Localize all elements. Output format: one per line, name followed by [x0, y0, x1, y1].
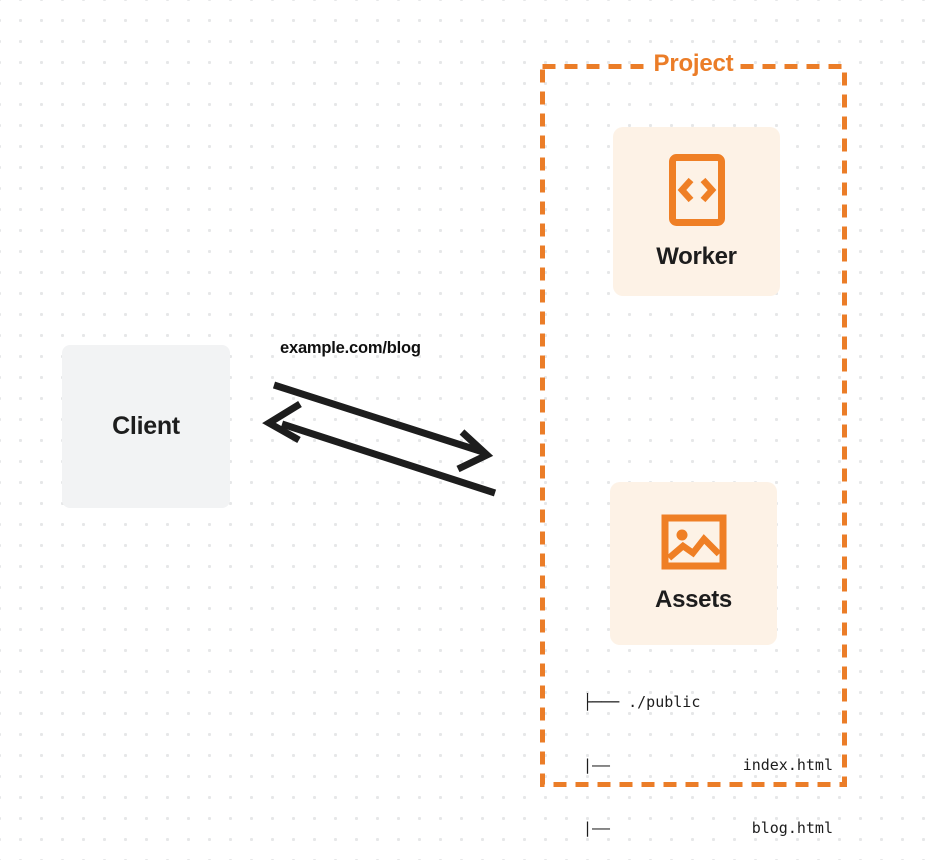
tree-item-name: index.html — [742, 756, 833, 774]
image-picture-icon — [661, 514, 726, 569]
project-dashed-border — [540, 64, 847, 787]
connection-label: example.com/blog — [280, 339, 421, 357]
assets-file-tree: ├─── ./public |—— index.html |—— blog.ht… — [583, 650, 833, 860]
tree-branch-glyph: ├─── — [583, 693, 620, 711]
request-arrow — [272, 381, 494, 473]
assets-label: Assets — [655, 585, 732, 613]
file-tree-row: ├─── ./public — [583, 692, 833, 713]
client-node[interactable]: Client — [62, 345, 230, 508]
file-tree-row: |—— index.html — [583, 755, 833, 776]
tree-branch-glyph: |—— — [583, 756, 611, 774]
assets-card[interactable]: Assets — [610, 482, 777, 645]
worker-card[interactable]: Worker — [613, 127, 780, 296]
code-brackets-icon — [668, 153, 725, 226]
project-title: Project — [646, 49, 741, 79]
tree-branch-glyph: |—— — [583, 819, 611, 837]
file-tree-row: |—— blog.html — [583, 818, 833, 839]
project-container: Project Worker Assets ├─── ./public — [540, 49, 847, 837]
worker-label: Worker — [656, 242, 737, 270]
tree-item-name: ./public — [628, 693, 701, 711]
response-arrow — [262, 401, 497, 497]
tree-item-name: blog.html — [751, 819, 833, 837]
client-label: Client — [112, 412, 180, 440]
